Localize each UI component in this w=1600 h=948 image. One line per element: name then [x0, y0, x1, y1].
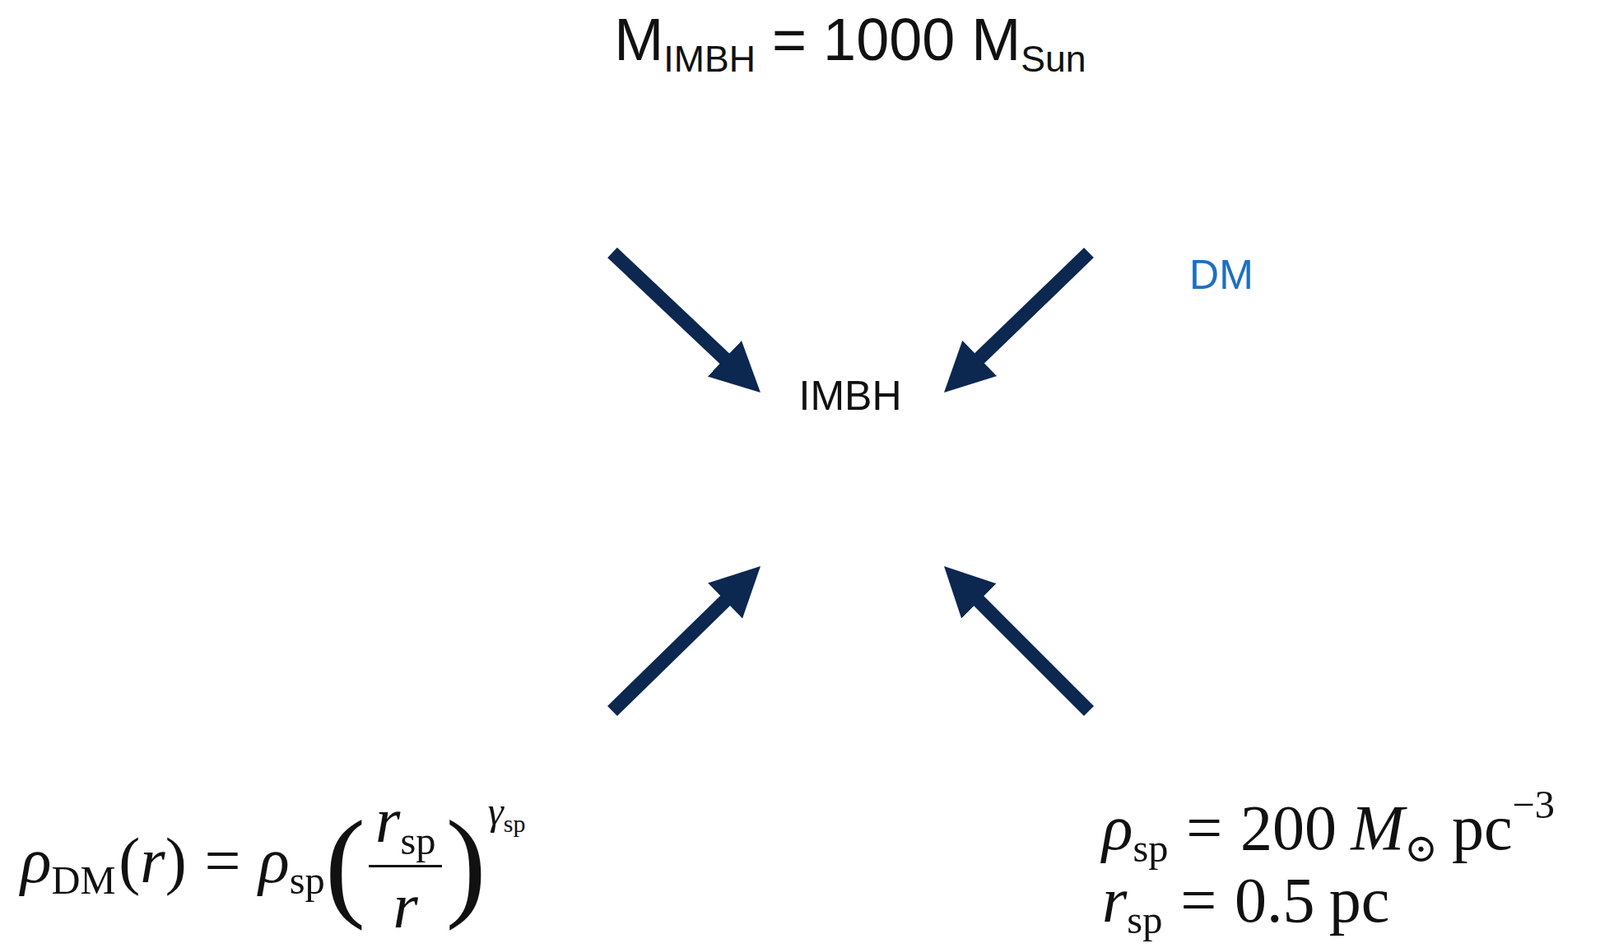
- node-label: IMBH: [767, 371, 933, 421]
- parameter-formula: rsp =0.5pc: [1102, 863, 1390, 944]
- math-subscript: sp: [1126, 897, 1163, 944]
- math-subscript: DM: [51, 857, 116, 904]
- math-subscript: sp: [503, 809, 526, 838]
- math-number: 0.5: [1234, 863, 1316, 938]
- node-label: DM: [1189, 250, 1254, 300]
- infall-arrow: [967, 252, 1089, 370]
- math-symbol: r: [375, 783, 400, 858]
- math-subscript: sp: [1132, 825, 1168, 872]
- formula-part: ρDM(r)=ρsp: [20, 823, 326, 904]
- math-symbol: r: [139, 823, 165, 898]
- infall-arrow: [612, 589, 737, 712]
- numerator: rsp: [368, 783, 442, 868]
- density-formula: ρDM(r)=ρsp ( rsp r ) γsp: [20, 783, 526, 944]
- math-symbol: γ: [488, 788, 504, 835]
- math-bracket: ): [445, 802, 486, 925]
- math-exponent: −3: [1512, 781, 1555, 828]
- white-cutout: [0, 786, 697, 948]
- halo-disc: [487, 118, 1214, 845]
- exponent: γsp: [488, 788, 526, 838]
- math-symbol: ρ: [20, 823, 52, 898]
- title-formula: MIMBH = 1000 MSun: [613, 5, 1086, 80]
- denominator: r: [393, 867, 419, 944]
- math-operator: =: [1186, 790, 1223, 866]
- math-symbol: r: [393, 869, 419, 944]
- infall-arrow: [967, 589, 1089, 712]
- math-operator: =: [204, 823, 241, 898]
- math-subscript: sp: [289, 857, 326, 904]
- title-subscript: Sun: [1020, 37, 1086, 80]
- title-text: = 1000 M: [772, 5, 1021, 75]
- black-hole-dot: [806, 437, 894, 526]
- formula-part: (: [325, 802, 366, 925]
- math-symbol: ρ: [258, 823, 289, 898]
- infall-arrow: [612, 252, 737, 371]
- math-subscript: ⊙: [1404, 825, 1438, 872]
- math-symbol: ): [165, 823, 187, 898]
- math-unit: pc: [1451, 790, 1513, 866]
- math-symbol: r: [1102, 863, 1127, 938]
- formula-part: ): [445, 802, 486, 925]
- math-symbol: M: [1350, 790, 1405, 866]
- fraction: rsp r: [368, 783, 442, 944]
- black-hole: IMBH: [767, 371, 933, 536]
- halo-disc: [485, 116, 1215, 847]
- density-spike: [677, 308, 1024, 655]
- math-symbol: (: [118, 823, 140, 898]
- math-unit: pc: [1329, 863, 1391, 938]
- black-hole-dot: [806, 437, 894, 526]
- parameter-formula: ρsp =200M⊙ pc−3: [1102, 781, 1555, 872]
- title-subscript: IMBH: [663, 37, 756, 80]
- math-symbol: ρ: [1102, 790, 1133, 866]
- dark-matter-halo: DMIMBH: [485, 116, 1215, 847]
- math-number: 200: [1240, 790, 1337, 866]
- math-bracket: (: [325, 802, 366, 925]
- math-operator: =: [1180, 863, 1217, 938]
- title-text: M: [613, 5, 664, 75]
- math-subscript: sp: [400, 818, 436, 865]
